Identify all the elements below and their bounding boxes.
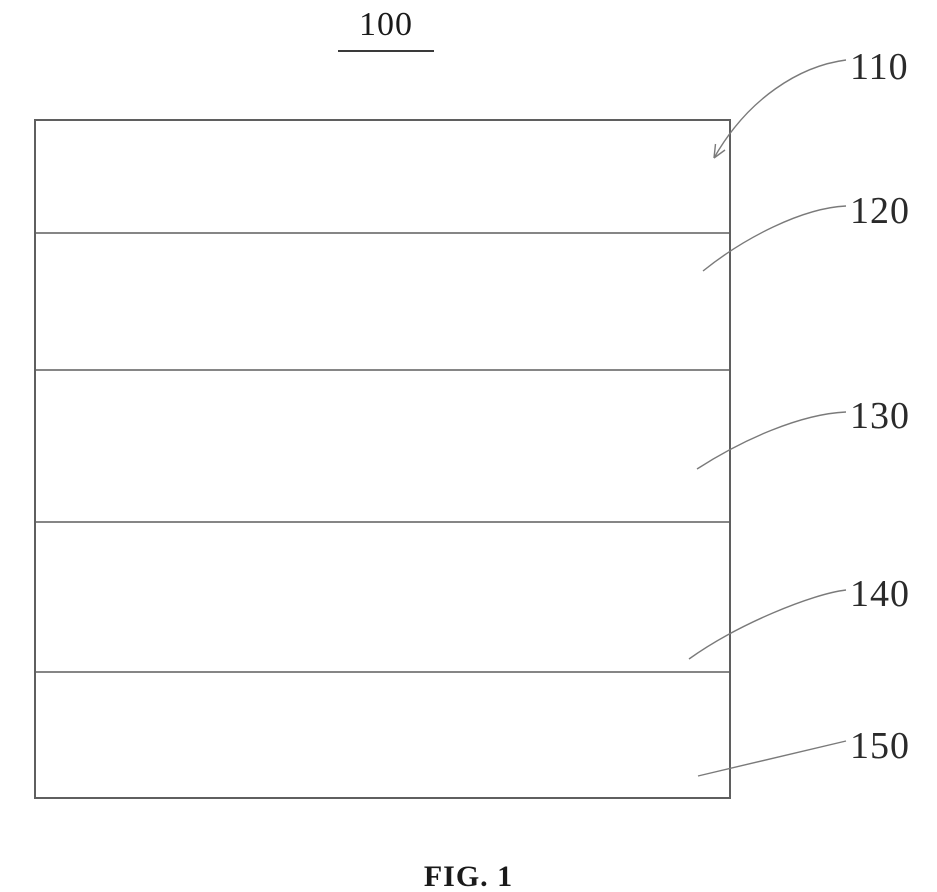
layer-region-130: [35, 370, 730, 522]
leader-arrowhead-110: [713, 143, 726, 159]
leader-line-130: [696, 411, 847, 470]
layer-region-120: [35, 233, 730, 370]
layer-region-140: [35, 522, 730, 672]
leader-line-120: [702, 205, 847, 272]
figure-number-label: 100: [338, 6, 434, 52]
leader-line-150: [697, 740, 847, 777]
ref-label-150: 150: [850, 725, 910, 767]
leader-line-110: [713, 59, 847, 159]
ref-label-130: 130: [850, 395, 910, 437]
layer-region-110: [35, 120, 730, 233]
ref-label-140: 140: [850, 573, 910, 615]
ref-label-110: 110: [850, 46, 909, 88]
ref-label-120: 120: [850, 190, 910, 232]
leader-line-140: [688, 589, 847, 660]
layer-stack-outline: [34, 119, 731, 799]
figure-caption: FIG. 1: [423, 860, 514, 892]
layer-region-150: [35, 672, 730, 798]
